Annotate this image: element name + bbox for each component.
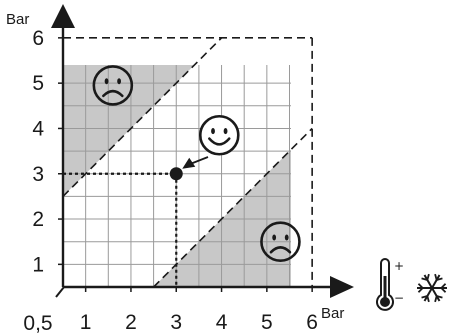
face-mouth [208,137,231,146]
snowflake-branch [440,283,447,289]
snowflake-branch [434,295,438,303]
y-tick-label: 4 [32,117,44,140]
snowflake-branch [440,287,447,293]
band-boundaries [62,37,313,288]
grid [63,65,291,287]
lower-boundary-line [153,127,313,288]
snowflake-branch [426,273,430,281]
y-axis-unit: Bar [6,11,29,28]
origin-label: 0,5 [23,312,52,334]
origin-break [55,286,65,298]
x-tick-labels: 1 2 3 4 5 6 [80,311,318,334]
y-tick-labels: 1 2 3 4 5 6 [32,27,44,277]
x-tick-label: 5 [261,311,273,334]
face-eye [117,78,121,85]
y-tick-label: 5 [32,72,44,95]
face-outline [92,65,134,106]
snowflake-branch [436,277,443,281]
snowflake-branch [417,287,424,293]
snowflake-arm [431,274,441,289]
pointer-arrow-head [182,157,196,169]
face-outline [260,221,301,262]
snowflake-branch [436,295,443,299]
thermometer-plus: + [394,259,404,273]
x-tick-label: 4 [216,311,228,334]
happy-face [198,114,240,156]
marker [169,156,209,181]
sad-face-lower [260,221,301,262]
snowflake-branch [417,283,424,289]
face-eye [284,234,289,241]
x-tick-label: 2 [125,311,137,334]
y-tick-label: 3 [32,163,44,186]
y-axis-arrow [51,4,75,28]
snowflake-branch [434,273,438,281]
x-axis-unit: Bar [321,305,344,322]
faces [92,65,301,262]
x-tick-label: 6 [306,311,318,334]
y-tick-label: 6 [32,27,44,50]
x-tick-label: 1 [80,311,92,334]
face-mouth [269,246,292,254]
snowflake-arm [423,274,433,289]
guide-lines [63,172,178,287]
snowflake-branch [421,277,428,281]
data-point [169,167,183,181]
thermometer-icon: + − [376,258,404,311]
face-eye [211,128,215,135]
y-tick-label: 2 [32,208,44,231]
axes [51,4,354,298]
sad-face-upper [92,65,134,106]
plot-frame [63,37,313,287]
snowflake-icon [417,273,447,303]
x-tick-label: 3 [170,311,182,334]
snowflake-branch [426,295,430,303]
face-mouth [102,89,124,98]
face-eye [104,78,109,85]
y-tick-label: 1 [32,253,44,276]
snowflake-arm [423,287,433,302]
snowflake-branch [421,295,428,299]
thermometer-minus: − [394,291,404,305]
face-eye [223,128,228,135]
face-outline [198,114,240,156]
x-axis-arrow [330,276,354,298]
snowflake-arm [431,287,441,302]
upper-boundary-line [62,37,223,197]
face-eye [272,234,277,241]
